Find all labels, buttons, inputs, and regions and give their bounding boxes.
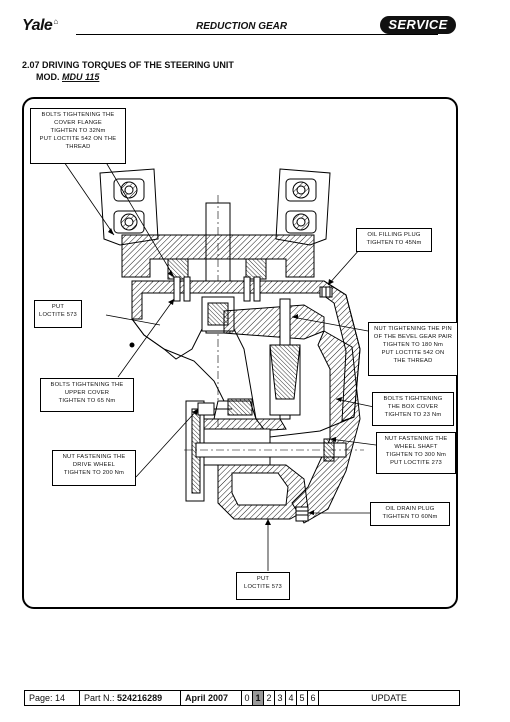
callout-line: PUT LOCTITE 542 ON THE	[39, 136, 117, 143]
footer-page-2: 2	[264, 691, 275, 705]
callout-line: TIGHTEN TO 65 Nm	[58, 398, 116, 405]
callout-nut-pin-bevel-gear: NUT TIGHTENING THE PIN OF THE BEVEL GEAR…	[368, 322, 458, 376]
callout-line: OIL FILLING PLUG	[367, 232, 421, 238]
callout-line: BOLTS TIGHTENING THE	[50, 382, 124, 388]
callout-nut-drive-wheel: NUT FASTENING THE DRIVE WHEEL TIGHTEN TO…	[52, 450, 136, 486]
callout-line: OIL DRAIN PLUG	[385, 506, 435, 512]
callout-line: TIGHTEN TO 60Nm	[382, 514, 438, 521]
callout-line: LOCTITE 573	[244, 584, 282, 591]
footer-page-5: 5	[297, 691, 308, 705]
model-name: MDU 115	[62, 72, 100, 82]
callout-line: NUT TIGHTENING THE PIN	[374, 326, 452, 332]
callout-line: NUT FASTENING THE	[384, 436, 448, 442]
footer-part-number: Part N.: 524216289	[80, 691, 181, 705]
section-title: 2.07 DRIVING TORQUES OF THE STEERING UNI…	[22, 60, 234, 70]
part-number-value: 524216289	[117, 693, 163, 703]
logo-mark-icon: ⌂	[53, 17, 58, 26]
callout-line: PUT	[256, 576, 270, 582]
callout-put-loctite-lower: PUT LOCTITE 573	[236, 572, 290, 600]
callout-put-loctite-upper: PUT LOCTITE 573	[34, 300, 82, 328]
callout-line: PUT LOCTITE 542 ON	[381, 350, 445, 357]
steering-unit-drawing	[61, 158, 377, 571]
callout-line: TIGHTEN TO 45Nm	[366, 240, 422, 247]
footer-page-6: 6	[308, 691, 319, 705]
footer-page-1: 1	[253, 691, 264, 705]
footer-page: Page: 14	[25, 691, 80, 705]
callout-line: DRIVE WHEEL	[72, 462, 116, 469]
service-badge: SERVICE	[380, 16, 456, 34]
callout-line: THREAD	[65, 144, 91, 151]
header-rule	[76, 34, 438, 35]
callout-line: PUT LOCTITE 273	[390, 460, 442, 467]
callout-line: TIGHTEN TO 200 Nm	[63, 470, 125, 477]
footer-page-4: 4	[286, 691, 297, 705]
callout-oil-filling-plug: OIL FILLING PLUG TIGHTEN TO 45Nm	[356, 228, 432, 252]
callout-bolts-box-cover: BOLTS TIGHTENING THE BOX COVER TIGHTEN T…	[372, 392, 454, 426]
page-footer: Page: 14 Part N.: 524216289 April 2007 0…	[24, 690, 460, 706]
callout-line: BOLTS TIGHTENING THE	[41, 112, 115, 118]
date-value: April 2007	[185, 693, 229, 703]
callout-line: TIGHTEN TO 180 Nm	[382, 342, 444, 349]
callout-oil-drain-plug: OIL DRAIN PLUG TIGHTEN TO 60Nm	[370, 502, 450, 526]
footer-status: UPDATE	[371, 693, 407, 703]
callout-line: THE THREAD	[393, 358, 433, 365]
callout-line: WHEEL SHAFT	[394, 444, 438, 451]
callout-line: UPPER COVER	[64, 390, 110, 397]
callout-bolts-cover-flange: BOLTS TIGHTENING THE COVER FLANGE TIGHTE…	[30, 108, 126, 164]
model-prefix: MOD.	[36, 72, 60, 82]
callout-line: PUT	[51, 304, 65, 310]
callout-line: NUT FASTENING THE	[62, 454, 126, 460]
callout-line: TIGHTEN TO 300 Nm	[385, 452, 447, 459]
part-label: Part N.:	[84, 693, 115, 703]
left-bracket	[99, 168, 159, 246]
callout-line: OF THE BEVEL GEAR PAIR	[373, 334, 453, 341]
callout-line: LOCTITE 573	[39, 312, 77, 319]
footer-page-3: 3	[275, 691, 286, 705]
callout-line: TIGHTEN TO 32Nm	[50, 128, 106, 135]
leader-lines	[61, 158, 377, 571]
yale-logo: Yale⌂	[22, 17, 58, 34]
callout-line: THE BOX COVER	[387, 404, 439, 411]
footer-page-0: 0	[242, 691, 253, 705]
section-model: MOD. MDU 115	[36, 72, 99, 82]
callout-line: TIGHTEN TO 23 Nm	[384, 412, 442, 419]
callout-nut-wheel-shaft: NUT FASTENING THE WHEEL SHAFT TIGHTEN TO…	[376, 432, 456, 474]
right-bracket	[275, 168, 331, 246]
cover-bolts	[173, 276, 261, 302]
callout-bolts-upper-cover: BOLTS TIGHTENING THE UPPER COVER TIGHTEN…	[40, 378, 134, 412]
callout-line: BOLTS TIGHTENING	[383, 396, 443, 402]
header-title: REDUCTION GEAR	[196, 21, 288, 32]
callout-line: COVER FLANGE	[54, 120, 102, 127]
footer-date: April 2007	[181, 691, 242, 705]
